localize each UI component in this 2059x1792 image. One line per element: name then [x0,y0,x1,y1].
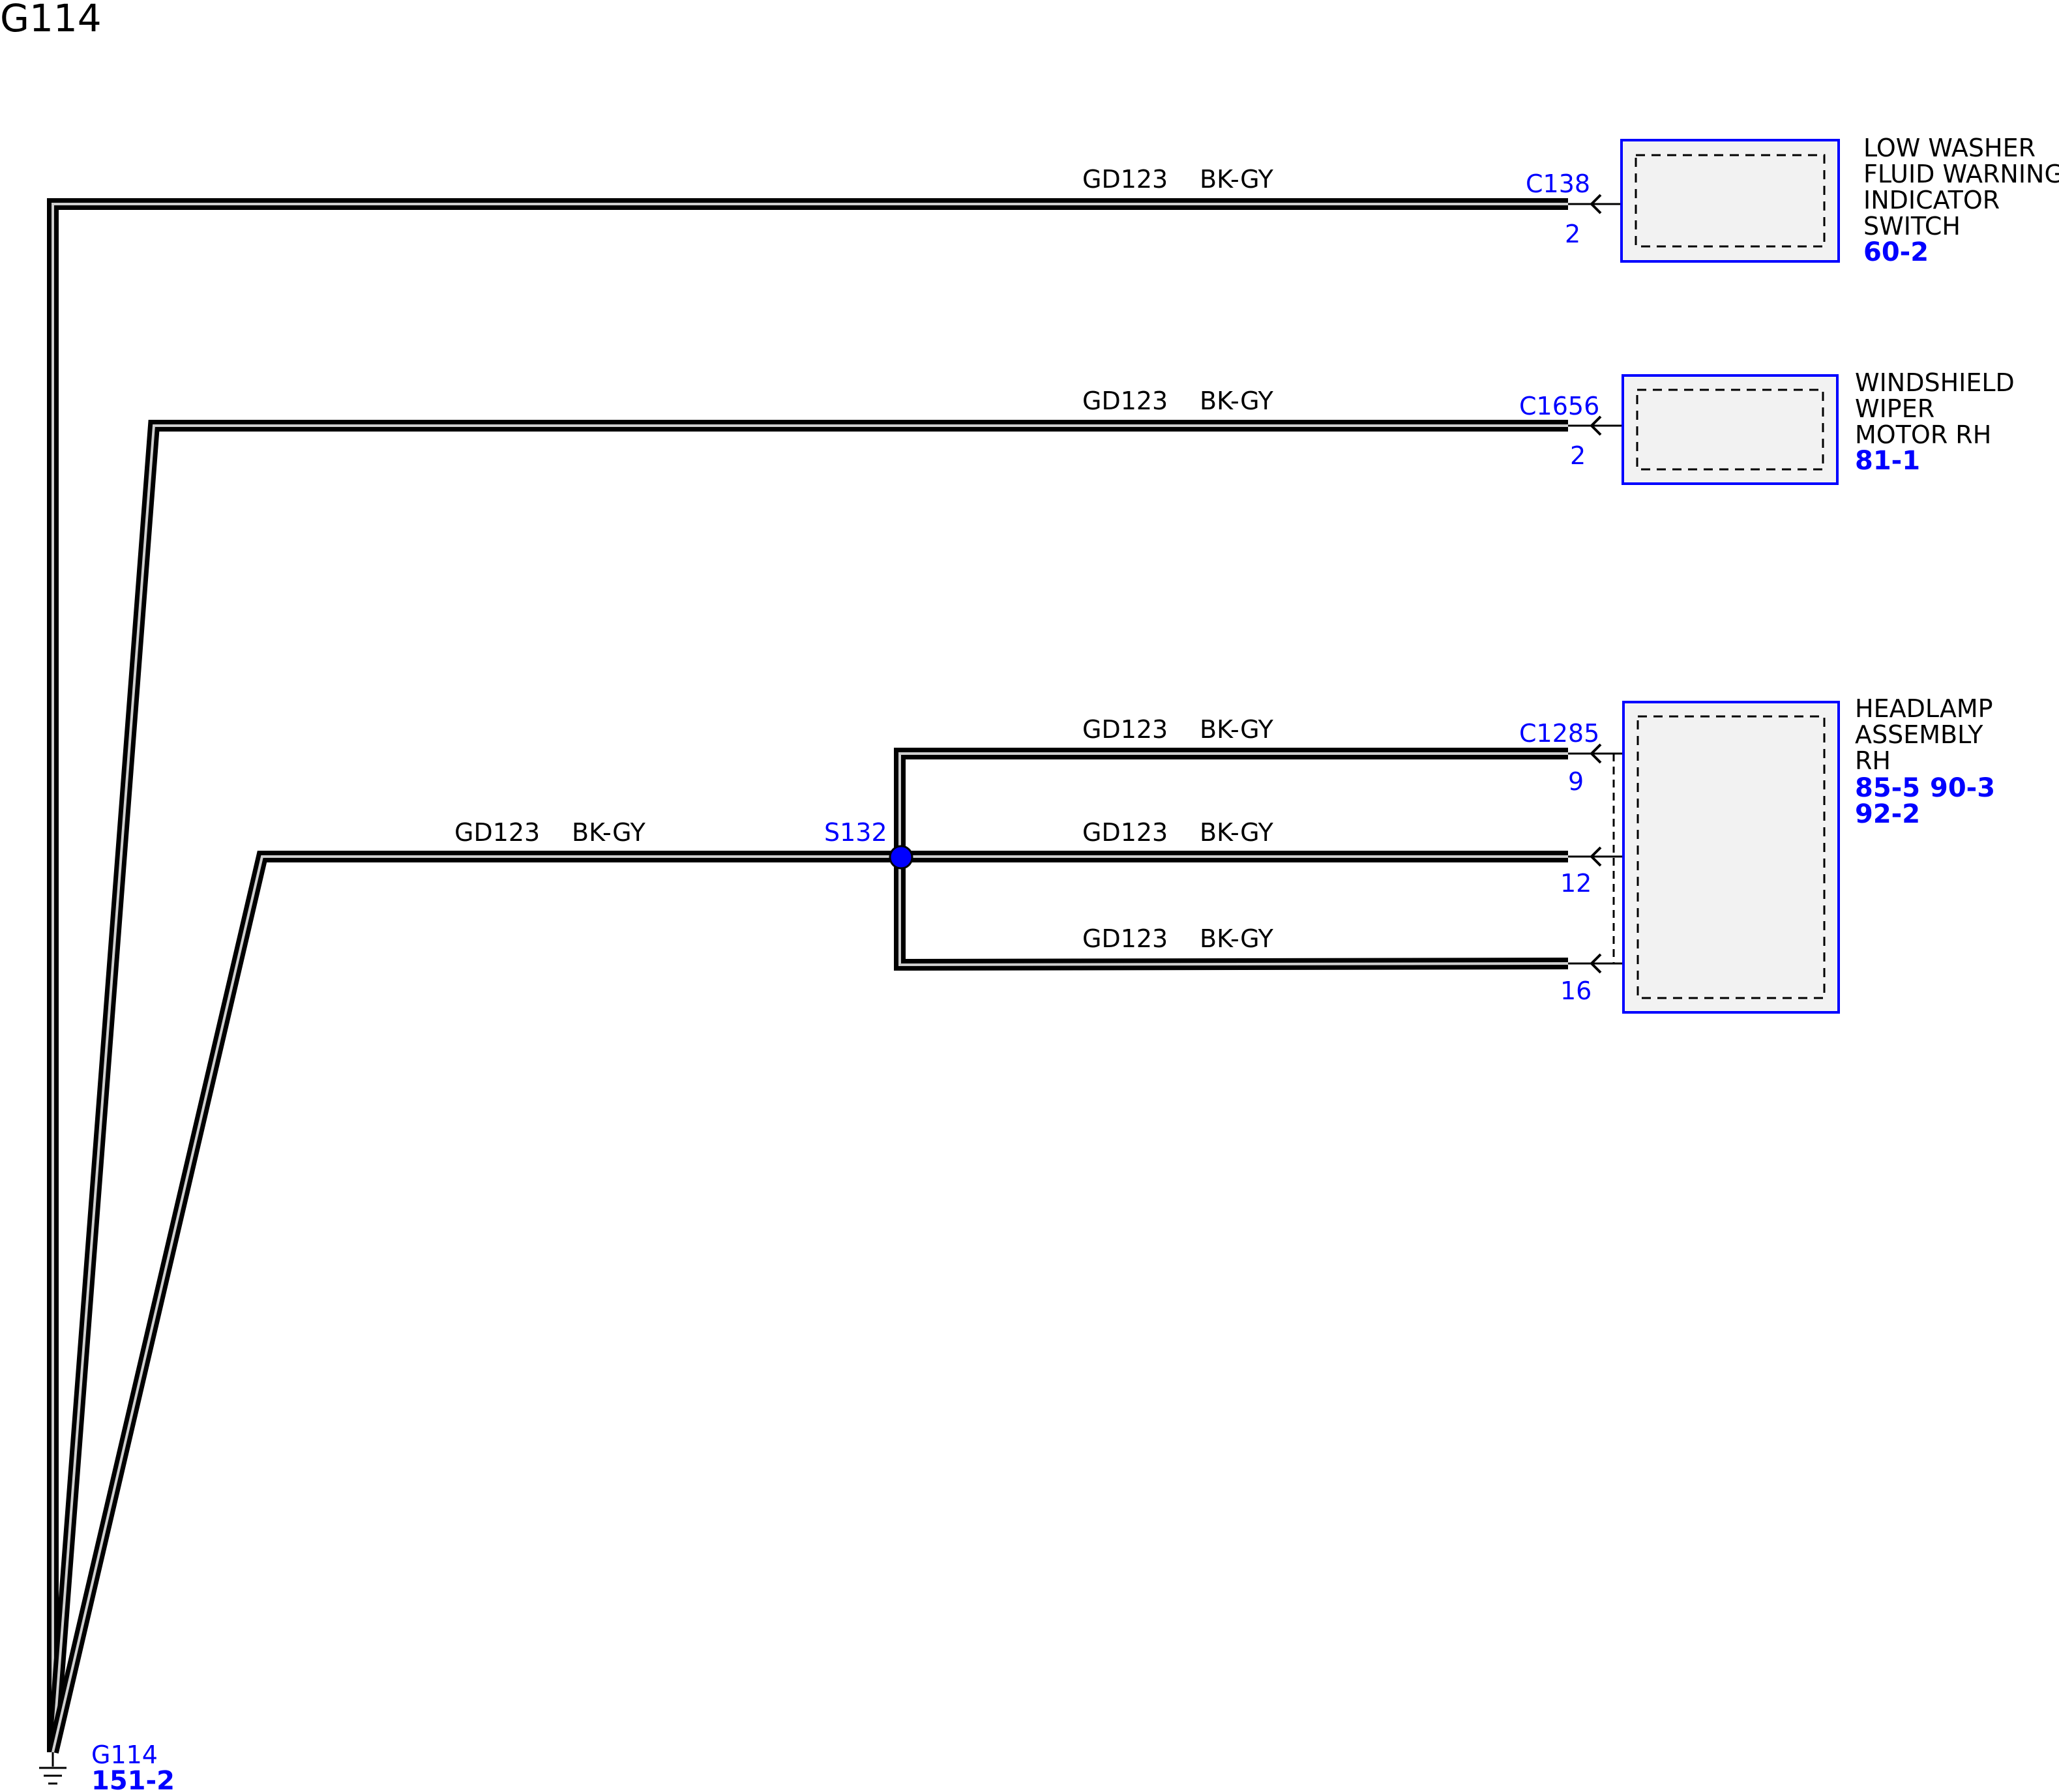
wire-headlamp-pin9[interactable] [894,748,1568,857]
splice-label: S132 [824,818,887,847]
wire-wiper-motor[interactable] [47,420,1568,1753]
component-ref[interactable]: 60-2 [1863,237,1929,267]
component-name-line: SWITCH [1863,212,1961,241]
component-ref[interactable]: 85-5 [1855,773,1920,803]
pin-label: 2 [1565,220,1580,248]
pin-label: 12 [1560,869,1592,898]
component-ref[interactable]: 90-3 [1930,773,1995,803]
pin-label: 2 [1570,441,1586,470]
wire-color-label: BK-GY [1200,715,1274,744]
diagram-title: G114 [0,0,102,40]
component-name-line: LOW WASHER [1863,134,2036,162]
component-ref[interactable]: 92-2 [1855,799,1920,829]
component-name-line: FLUID WARNING [1863,160,2059,188]
wire-headlamp-pin16[interactable] [894,857,1569,971]
splice-point[interactable] [889,845,913,870]
wire-color-label: BK-GY [1200,818,1274,847]
pin-label: 9 [1568,767,1584,796]
wire-low-washer[interactable] [47,198,1568,1752]
component-low-washer-switch[interactable] [1620,139,1840,263]
component-name-line: MOTOR RH [1855,420,1991,449]
wire-color-label: BK-GY [1200,387,1274,415]
component-name-line: HEADLAMP [1855,694,1993,723]
component-name-line: WIPER [1855,394,1934,423]
component-outline [1635,154,1826,248]
wire-circuit-label: GD123 [1082,165,1168,194]
component-name-line: RH [1855,746,1891,775]
wire-color-label: BK-GY [1200,924,1274,953]
wire-color-label: BK-GY [572,818,646,847]
wire-color-label: BK-GY [1200,165,1274,194]
pin-label: 16 [1560,977,1592,1005]
connector-label: C1656 [1519,392,1599,420]
component-outline [1636,389,1824,471]
component-name-line: INDICATOR [1863,186,2000,214]
connector-label: C138 [1526,169,1590,198]
component-ref[interactable]: 81-1 [1855,446,1920,476]
component-wiper-motor[interactable] [1622,374,1839,485]
ground-label: G114 [91,1741,158,1769]
wire-ground-to-splice[interactable] [47,851,900,1754]
ground-icon [39,1752,67,1785]
wire-circuit-label: GD123 [1082,924,1168,953]
component-name-line: ASSEMBLY [1855,720,1983,749]
wire-circuit-label: GD123 [1082,818,1168,847]
ground-ref[interactable]: 151-2 [91,1766,175,1792]
wire-circuit-label: GD123 [1082,387,1168,415]
connector-label: C1285 [1519,719,1599,748]
component-name-line: WINDSHIELD [1855,368,2015,397]
wire-circuit-label: GD123 [454,818,540,847]
component-headlamp-assembly[interactable] [1622,701,1840,1014]
wire-circuit-label: GD123 [1082,715,1168,744]
